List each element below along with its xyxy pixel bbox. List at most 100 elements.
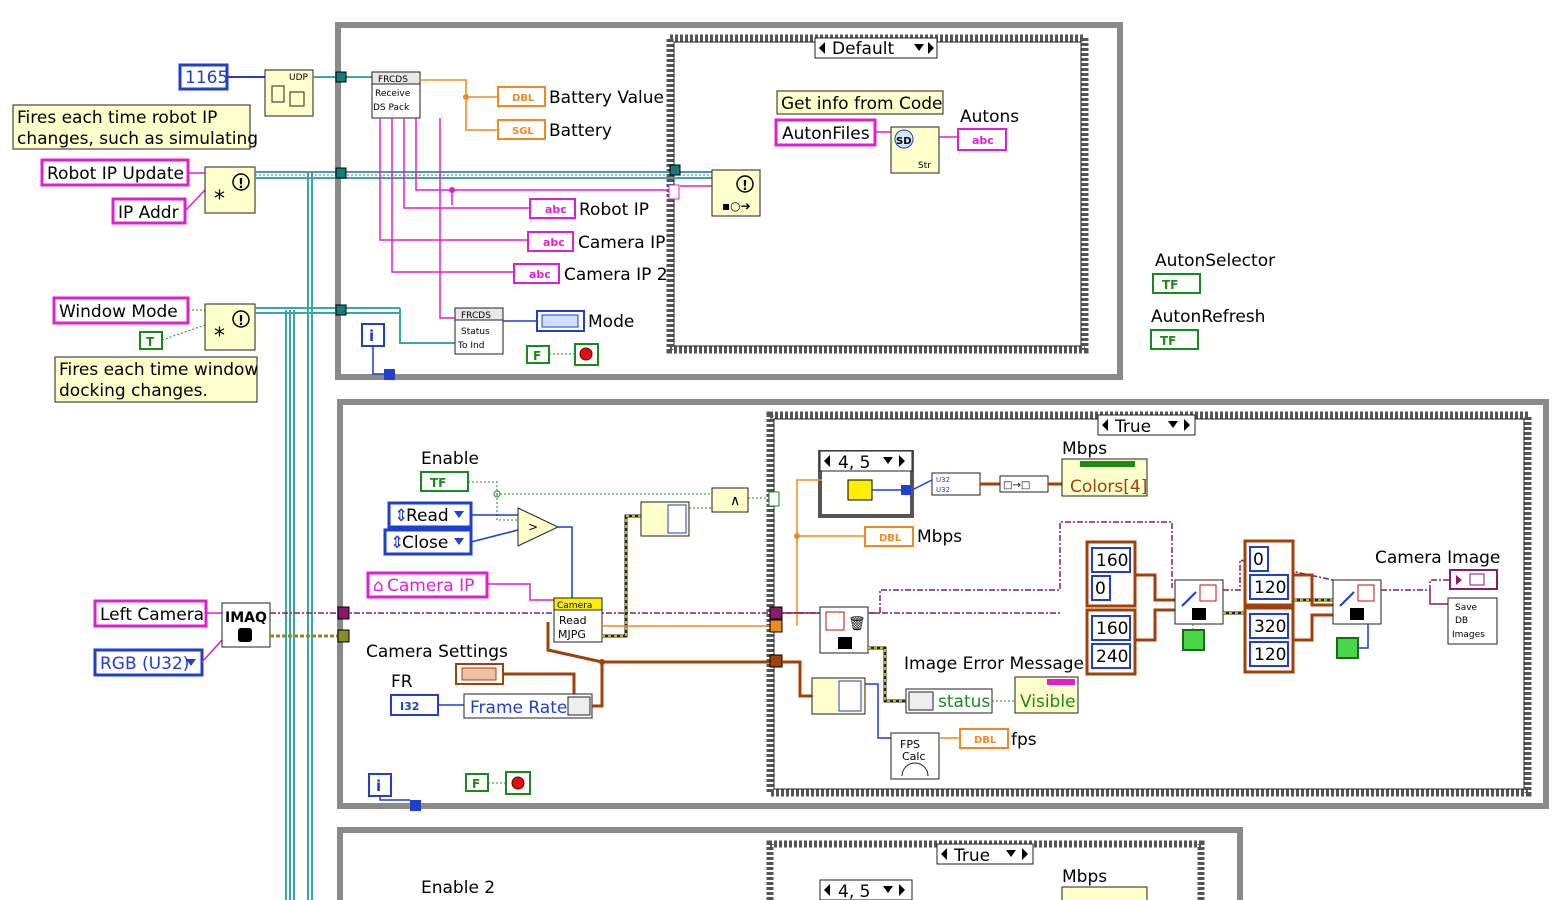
n240: 240: [1096, 647, 1128, 667]
fr-label: FR: [391, 672, 413, 692]
auton-files-control[interactable]: AutonFiles: [774, 118, 877, 147]
tf-label: TF: [430, 476, 446, 490]
dbl-tag: DBL: [512, 93, 535, 104]
abc-tag: abc: [545, 203, 567, 216]
and-node[interactable]: ∧: [711, 487, 749, 513]
bool-const-green-1[interactable]: [1182, 629, 1205, 651]
read-enum[interactable]: ⇕ Read: [387, 501, 473, 529]
generate-event-node[interactable]: ! ▪○➔: [711, 169, 761, 217]
colors-label: Colors[4]: [1070, 477, 1147, 497]
camera-ip-indicator: abc Camera IP: [527, 231, 665, 253]
status-unbundle[interactable]: status: [905, 688, 993, 714]
battery-indicator: SGL Battery: [497, 119, 612, 141]
save-db-images-node[interactable]: Save DB Images: [1447, 597, 1498, 645]
frcds-stat-l3: To Ind: [457, 341, 484, 351]
unbundle-node-2[interactable]: [811, 677, 866, 715]
event-register-node-1[interactable]: * !: [204, 166, 256, 214]
fps-indicator: DBL fps: [959, 728, 1037, 750]
get-info-label: Get info from Code: [776, 90, 944, 115]
unbundle-node-1[interactable]: [640, 501, 690, 537]
camera-settings-ref[interactable]: [455, 663, 504, 685]
imaq-create-node[interactable]: IMAQ: [221, 602, 271, 648]
auton-selector[interactable]: AutonSelector TF: [1152, 251, 1275, 294]
n0b: 0: [1253, 550, 1264, 570]
cluster-160-0[interactable]: 160 0: [1085, 540, 1137, 608]
udp-open-node[interactable]: UDP: [264, 69, 314, 117]
enable-control[interactable]: Enable TF: [420, 449, 479, 492]
dbl-tag: DBL: [974, 735, 997, 746]
frcds-receive-node[interactable]: FRCDS Receive DS Pack: [371, 71, 421, 119]
trash-icon: 🗑: [848, 616, 866, 632]
bool-t-const[interactable]: T: [139, 331, 163, 350]
u32-bundle[interactable]: U32 U32: [931, 472, 981, 496]
color-constant-yellow[interactable]: [847, 479, 873, 501]
comment-window-docking: Fires each time window docking changes.: [54, 356, 258, 403]
idx-label-bottom: 4, 5: [838, 882, 870, 900]
robot-ip-update-control[interactable]: Robot IP Update: [40, 158, 190, 187]
n160b: 160: [1096, 619, 1128, 639]
left-camera-control[interactable]: Left Camera: [93, 599, 208, 628]
robot-ip-update-label: Robot IP Update: [47, 164, 184, 184]
camera-image-label: Camera Image: [1375, 548, 1500, 568]
stop-bool-const-mid[interactable]: F: [465, 773, 489, 792]
u32-tag: U32: [936, 476, 950, 484]
imaq-label: IMAQ: [225, 610, 267, 626]
stop-terminal-top: [574, 343, 599, 366]
fr-control[interactable]: I32: [390, 694, 439, 716]
case-selector-true[interactable]: True: [1097, 414, 1196, 437]
dbl-tag: DBL: [879, 533, 902, 544]
middle-while-loop: [337, 399, 1549, 809]
auton-refresh[interactable]: AutonRefresh TF: [1150, 307, 1265, 350]
ip-addr-control[interactable]: IP Addr: [111, 197, 187, 225]
frcds-status-node[interactable]: FRCDS Status To Ind: [454, 307, 504, 355]
mode-indicator: Mode: [536, 310, 634, 332]
exclaim-icon: !: [238, 314, 244, 329]
window-mode-control[interactable]: Window Mode: [52, 296, 190, 325]
imaq-extract-node-1[interactable]: [1174, 579, 1224, 625]
case-selector-default[interactable]: Default: [814, 37, 938, 59]
list-folder-node[interactable]: SD Str: [890, 126, 940, 174]
cluster-0-120[interactable]: 0 120: [1243, 539, 1295, 607]
stop-terminal-mid: [505, 771, 531, 795]
frame-rate-bundle[interactable]: Frame Rate: [463, 693, 593, 719]
frcds-recv-l1: FRCDS: [378, 75, 408, 85]
frcds-stat-l2: Status: [461, 327, 490, 337]
get-info-text: Get info from Code: [781, 94, 942, 114]
port-constant[interactable]: 1165: [178, 63, 229, 91]
event-register-node-2[interactable]: * !: [204, 303, 256, 351]
case-selector-true-bottom[interactable]: True: [936, 843, 1034, 866]
case-selector-4-5[interactable]: 4, 5: [819, 450, 913, 473]
bool-f-label: F: [472, 777, 480, 791]
fps-calc-node[interactable]: FPS Calc: [890, 732, 940, 780]
camera-ip-ref[interactable]: ⌂ Camera IP: [366, 571, 489, 599]
select-node[interactable]: >: [517, 507, 560, 547]
and-icon: ∧: [730, 493, 740, 509]
port-constant-value: 1165: [185, 68, 228, 88]
case-label-true-bottom: True: [953, 846, 990, 866]
rgb-u32-dropdown[interactable]: RGB (U32): [93, 648, 204, 677]
bool-const-green-2[interactable]: [1336, 637, 1359, 659]
mbps-label: Mbps: [917, 527, 962, 547]
case-selector-4-5-bottom[interactable]: 4, 5: [819, 879, 913, 900]
comment-ip-line2: changes, such as simulating: [17, 129, 258, 149]
cluster-320-120[interactable]: 320 120: [1243, 606, 1295, 674]
imaq-extract-node-2[interactable]: [1332, 579, 1382, 625]
comment-ip-line1: Fires each time robot IP: [17, 108, 217, 128]
stop-bool-const-top[interactable]: F: [526, 345, 550, 364]
enable2-label: Enable 2: [421, 878, 495, 898]
home-icon: ⌂: [373, 576, 384, 596]
visible-label: Visible: [1020, 692, 1076, 712]
event-ref-wire-2: [255, 307, 455, 344]
camera-read-mjpg-node[interactable]: Camera Read MJPG: [553, 597, 603, 643]
imaq-dispose-node[interactable]: 🗑: [819, 606, 869, 654]
comment-robot-ip: Fires each time robot IP changes, such a…: [12, 104, 258, 150]
frame-rate-label: Frame Rate: [470, 698, 567, 718]
array-build-node[interactable]: □→□: [999, 475, 1049, 493]
cluster-160-240[interactable]: 160 240: [1085, 608, 1137, 676]
tf-label: TF: [1162, 278, 1178, 292]
camera-ip2-label: Camera IP 2: [564, 265, 668, 285]
udp-label: UDP: [289, 73, 309, 83]
visible-property: Visible: [1014, 676, 1079, 714]
case-label-true: True: [1114, 417, 1151, 437]
close-enum[interactable]: ⇕ Close: [383, 528, 473, 556]
